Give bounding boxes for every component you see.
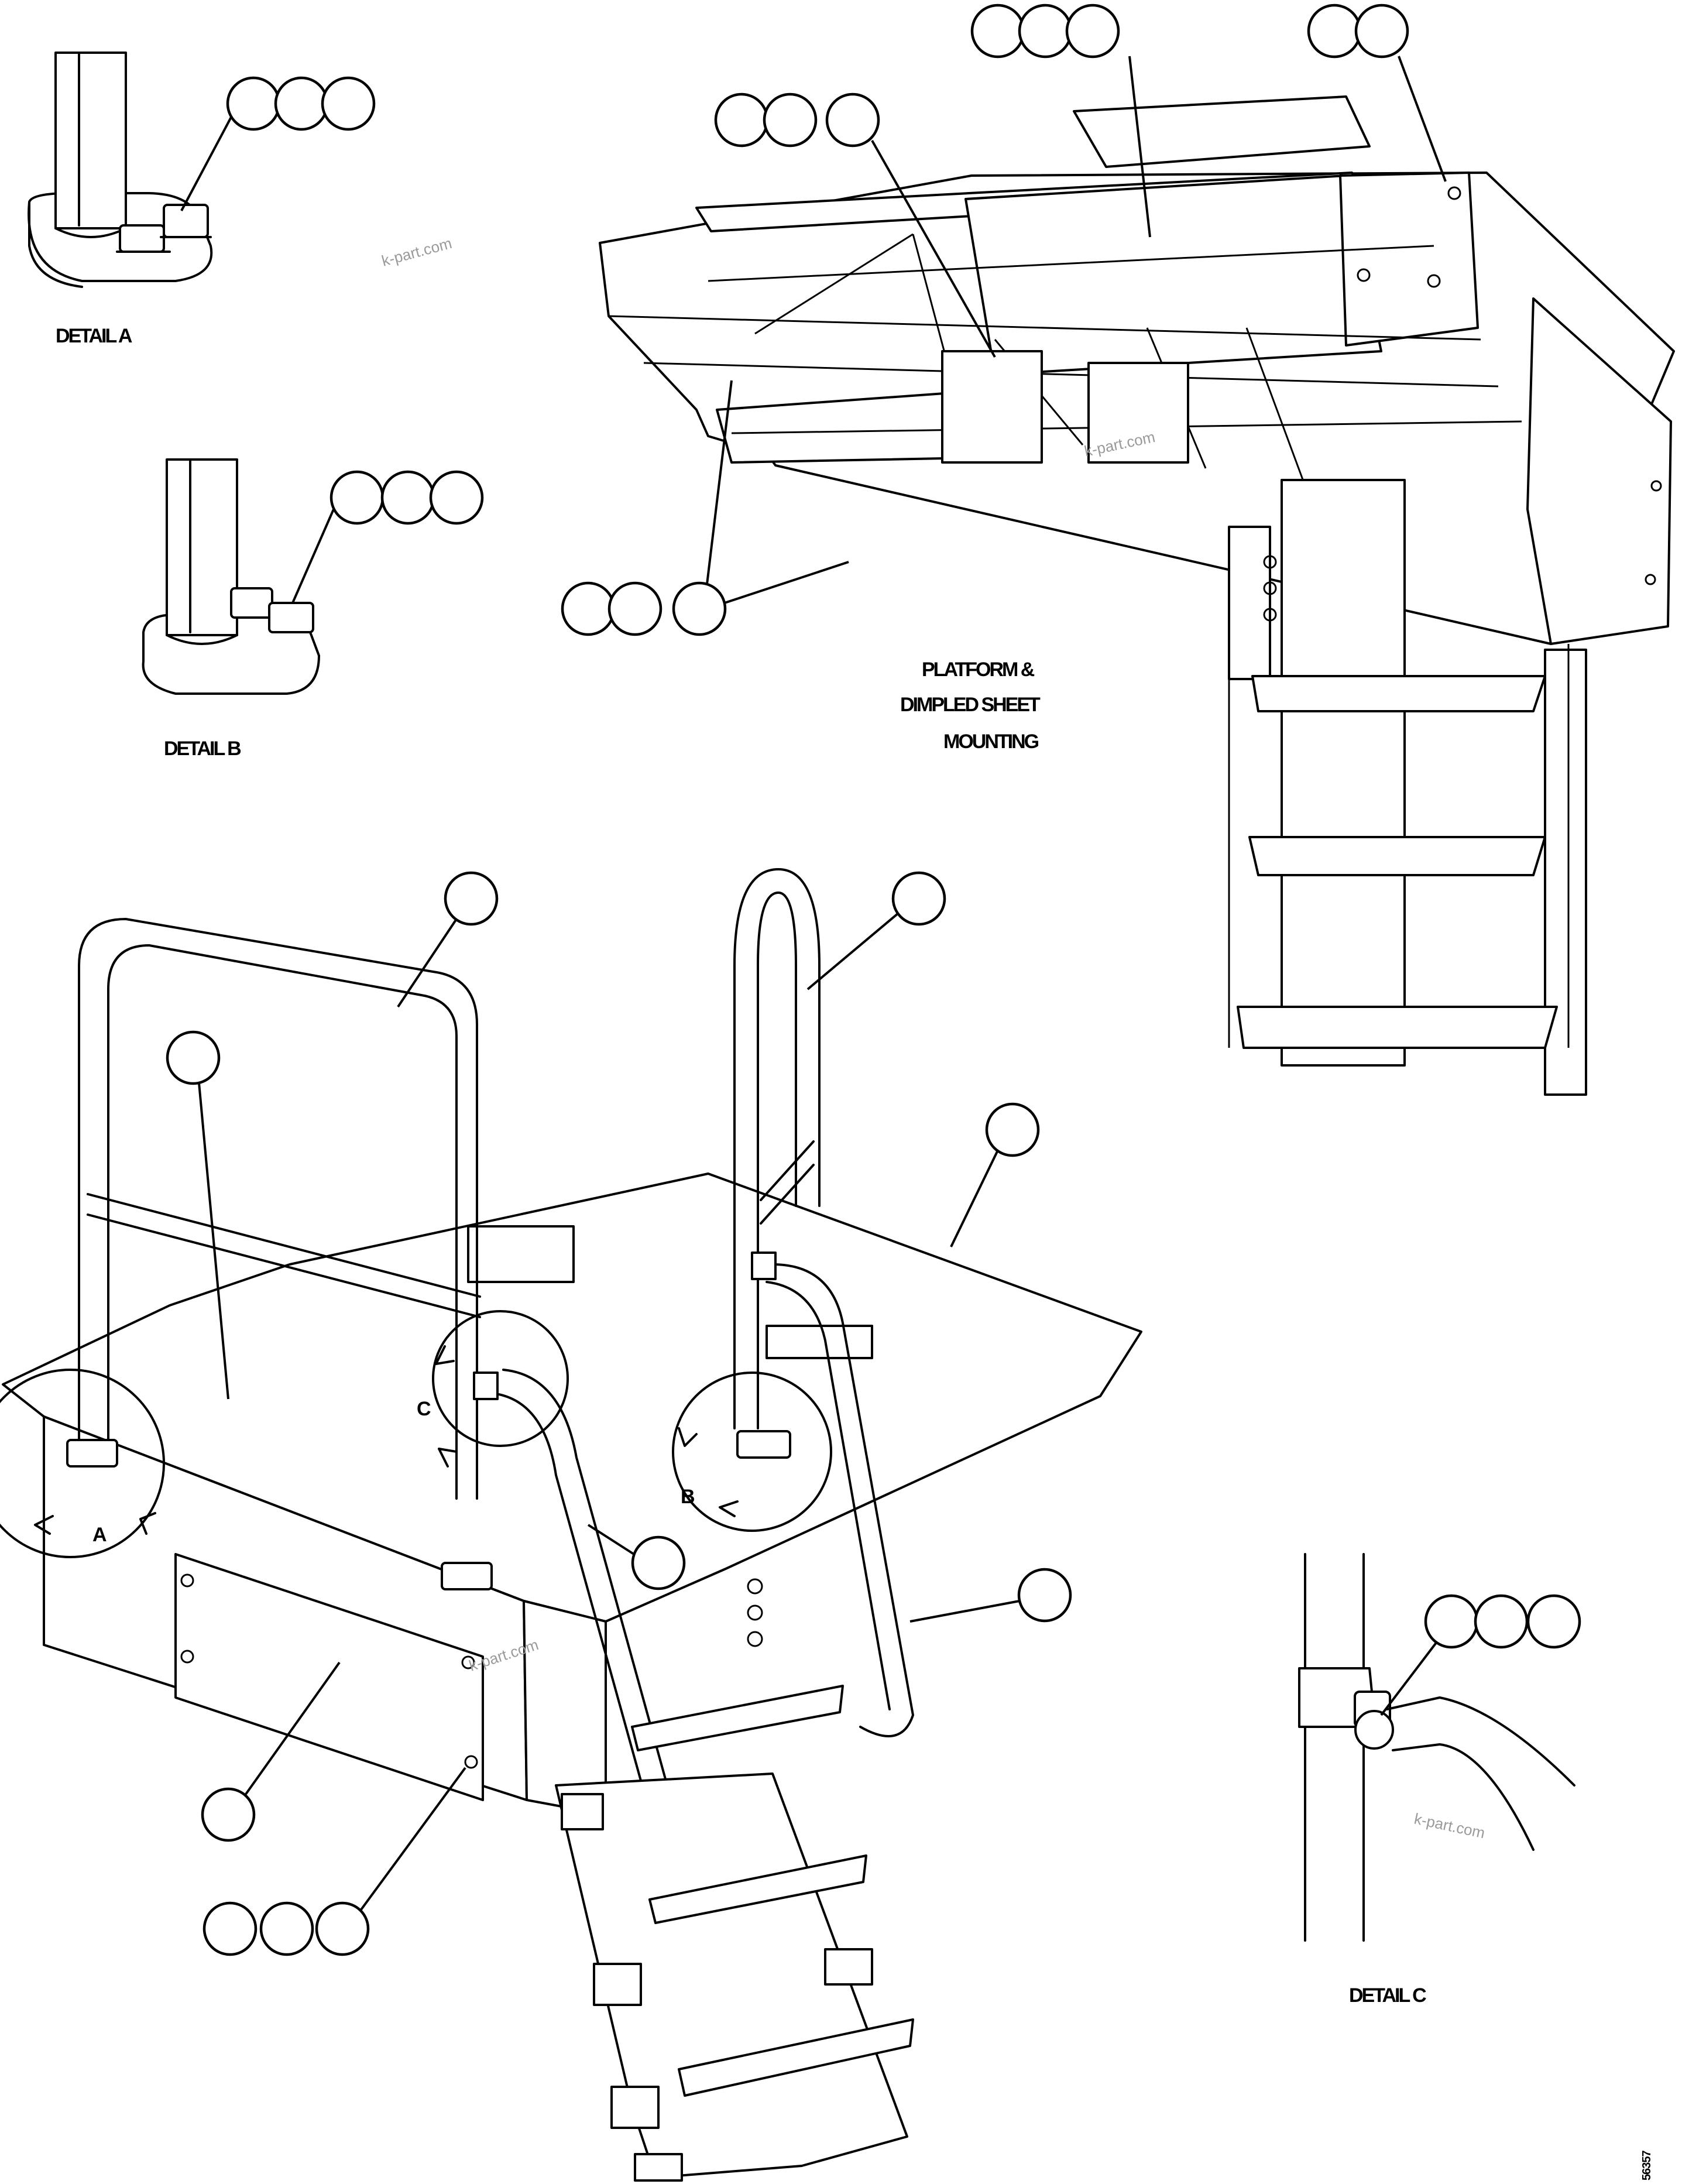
leader-line — [180, 116, 232, 211]
balloon — [315, 1901, 370, 1956]
leader-line — [1128, 56, 1151, 238]
balloon — [1307, 4, 1362, 59]
balloon — [202, 1901, 258, 1956]
leader-line — [245, 1661, 341, 1795]
detail-b-label: DETAIL B — [164, 738, 241, 760]
watermark: k-part.com — [1413, 1810, 1487, 1842]
balloon — [1526, 1594, 1581, 1649]
leader-line — [806, 912, 900, 990]
balloon — [444, 871, 499, 926]
leader-line — [198, 1082, 229, 1400]
balloon — [985, 1102, 1040, 1157]
drawing-number: 56357 — [1640, 2151, 1653, 2180]
main-assembly-drawing — [0, 868, 1142, 2182]
balloon — [201, 1787, 256, 1842]
balloon — [763, 92, 818, 148]
detail-b-drawing — [142, 458, 320, 695]
balloon — [166, 1030, 221, 1085]
balloon — [714, 92, 769, 148]
view-b-marker: B — [681, 1486, 695, 1508]
leader-line — [1398, 56, 1447, 182]
detail-c-drawing — [1298, 1553, 1575, 1942]
balloon — [1017, 1568, 1072, 1623]
detail-c-label: DETAIL C — [1349, 1984, 1426, 2007]
balloon — [970, 4, 1025, 59]
detail-a-drawing — [28, 52, 213, 288]
leader-line — [909, 1600, 1020, 1623]
view-c-marker: C — [417, 1398, 431, 1420]
balloon — [631, 1535, 686, 1590]
leader-line — [587, 1524, 635, 1555]
balloon — [1474, 1594, 1529, 1649]
balloon — [672, 581, 727, 636]
balloon — [259, 1901, 314, 1956]
balloon — [226, 76, 281, 131]
balloon — [429, 470, 484, 525]
platform-label-line3: MOUNTING — [943, 731, 1039, 753]
leader-line — [871, 140, 996, 358]
leader-line — [1380, 1641, 1438, 1716]
balloon — [1018, 4, 1073, 59]
leader-line — [724, 561, 849, 604]
balloon — [825, 92, 880, 148]
balloon — [380, 470, 435, 525]
balloon — [891, 871, 946, 926]
balloon — [1424, 1594, 1479, 1649]
leader-line — [706, 380, 733, 585]
balloon — [274, 76, 329, 131]
leader-line — [291, 509, 335, 604]
balloon — [1065, 4, 1120, 59]
leader-line — [359, 1767, 466, 1912]
view-a-marker: A — [92, 1524, 107, 1546]
balloon — [1354, 4, 1409, 59]
detail-a-label: DETAIL A — [56, 325, 132, 347]
leader-line — [397, 918, 458, 1008]
balloon — [561, 581, 616, 636]
balloon — [607, 581, 662, 636]
platform-label-line2: DIMPLED SHEET — [900, 694, 1041, 716]
platform-label-line1: PLATFORM & — [922, 659, 1035, 681]
platform-mounting-drawing — [599, 95, 1675, 1096]
watermark: k-part.com — [380, 234, 454, 270]
balloon — [321, 76, 376, 131]
leader-line — [950, 1150, 999, 1247]
balloon — [329, 470, 385, 525]
